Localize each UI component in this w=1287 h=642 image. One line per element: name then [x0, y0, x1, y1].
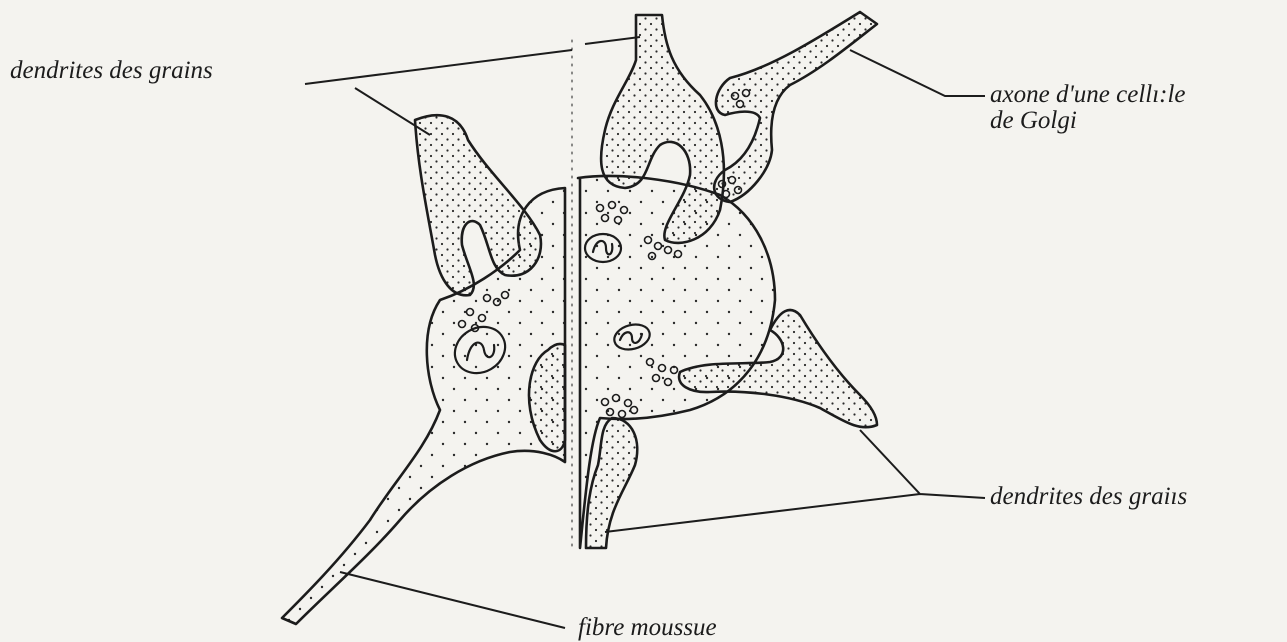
leader-axone [850, 50, 985, 96]
leader-dendrites-top [305, 37, 640, 135]
label-dendrites-des-grains-bottom: dendrites des graiıs [990, 484, 1187, 510]
granule-dendrite-top-left [415, 115, 541, 295]
leader-fibre [340, 572, 565, 628]
label-fibre-moussue: fibre moussue [578, 615, 717, 641]
label-axone-line1: axone d'une cellı:le [990, 82, 1186, 108]
label-axone-line2: de Golgi [990, 108, 1186, 134]
label-axone-golgi: axone d'une cellı:le de Golgi [990, 82, 1186, 134]
leader-dendrites-bottom [605, 430, 985, 532]
label-dendrites-des-grains-top: dendrites des grains [10, 58, 213, 84]
